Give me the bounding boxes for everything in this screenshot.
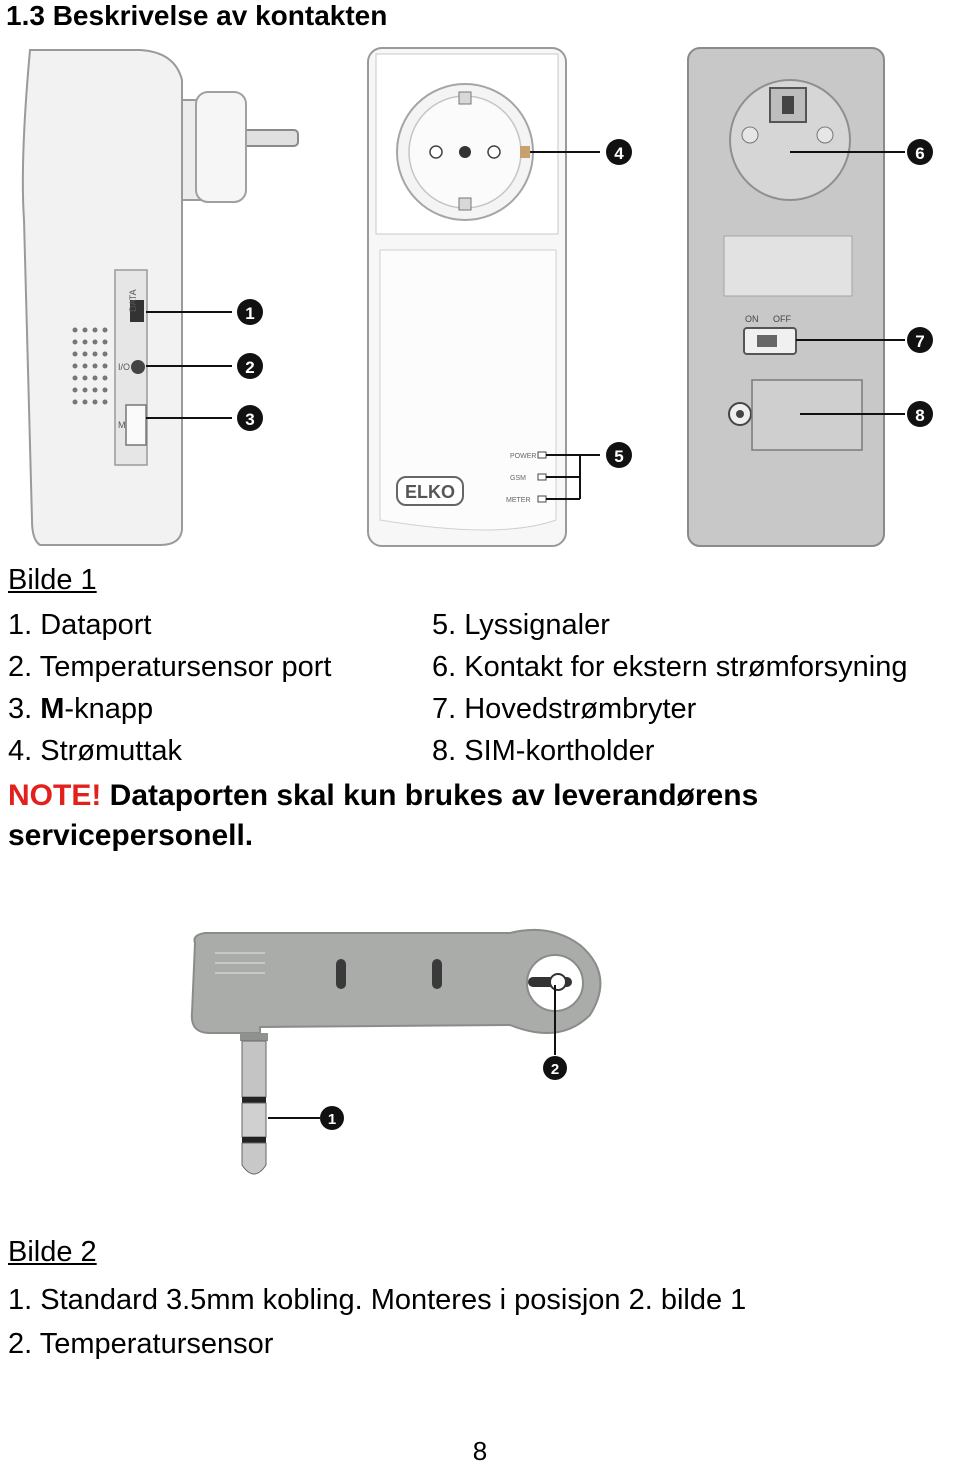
legend-item-3-rest: -knapp: [64, 693, 154, 725]
caption-bilde-2: Bilde 2: [8, 1236, 97, 1268]
callout-sensor-1-label: 1: [328, 1111, 336, 1128]
callout-5-label: 5: [614, 447, 623, 466]
legend2-item-1: 1. Standard 3.5mm kobling. Monteres i po…: [8, 1284, 747, 1316]
elko-logo: ELKO: [405, 482, 455, 502]
legend-item-3: 3. M-knapp: [8, 693, 154, 725]
legend-item-4: 4. Strømuttak: [8, 735, 183, 767]
side-label-data: DATA: [128, 289, 138, 312]
callout-3: 3: [237, 405, 263, 431]
legend2-item-2: 2. Temperatursensor: [8, 1328, 274, 1360]
callout-8-label: 8: [915, 406, 924, 425]
sensor-plug-figure: 1 2: [190, 928, 602, 1175]
callout-7: 7: [907, 327, 933, 353]
legend-item-5: 5. Lyssignaler: [432, 609, 610, 641]
legend-item-7: 7. Hovedstrømbryter: [432, 693, 697, 725]
callout-7-label: 7: [915, 332, 924, 351]
sensor-plug-image: [190, 928, 602, 1175]
callout-5: 5: [606, 442, 632, 468]
device-side-view: DATA I/O M: [21, 49, 299, 546]
led-label-power: POWER: [510, 453, 536, 460]
callout-8: 8: [907, 401, 933, 427]
note-label: NOTE!: [8, 779, 102, 812]
callout-2-label: 2: [245, 358, 254, 377]
legend-item-8: 8. SIM-kortholder: [432, 735, 655, 767]
note-paragraph: NOTE! Dataporten skal kun brukes av leve…: [8, 776, 908, 856]
switch-label-on: ON: [745, 314, 759, 324]
legend-item-2: 2. Temperatursensor port: [8, 651, 332, 683]
callout-sensor-1: 1: [320, 1106, 344, 1130]
callout-4: 4: [606, 139, 632, 165]
callout-6: 6: [907, 139, 933, 165]
led-label-meter: METER: [506, 497, 531, 504]
callout-1-label: 1: [245, 304, 254, 323]
note-text: Dataporten skal kun brukes av leverandør…: [8, 779, 759, 852]
callout-1: 1: [237, 299, 263, 325]
callout-4-label: 4: [614, 144, 624, 163]
led-label-gsm: GSM: [510, 475, 526, 482]
page-number: 8: [472, 1436, 488, 1466]
callout-2: 2: [237, 353, 263, 379]
legend-left-column: 1. Dataport 2. Temperatursensor port 3. …: [8, 604, 331, 772]
legend-bilde-2: 1. Standard 3.5mm kobling. Monteres i po…: [8, 1278, 746, 1366]
legend-item-6: 6. Kontakt for ekstern strømforsyning: [432, 651, 908, 683]
switch-label-off: OFF: [773, 314, 791, 324]
callout-sensor-2-label: 2: [551, 1061, 559, 1078]
caption-bilde-1: Bilde 1: [8, 564, 97, 596]
device-back-view: ON OFF: [687, 47, 905, 547]
device-figure: DATA I/O M ELKO POWER GSM METER: [21, 47, 933, 547]
legend-item-3-bold: M: [40, 693, 65, 725]
device-front-view: ELKO POWER GSM METER: [367, 47, 600, 547]
callout-3-label: 3: [245, 410, 254, 429]
side-label-m: M: [118, 420, 126, 430]
legend-item-1: 1. Dataport: [8, 609, 152, 641]
side-label-io: I/O: [118, 362, 130, 372]
section-heading: 1.3 Beskrivelse av kontakten: [6, 0, 388, 31]
callout-sensor-2: 2: [543, 1056, 567, 1080]
callout-6-label: 6: [915, 144, 924, 163]
legend-right-column: 5. Lyssignaler 6. Kontakt for ekstern st…: [432, 604, 907, 772]
